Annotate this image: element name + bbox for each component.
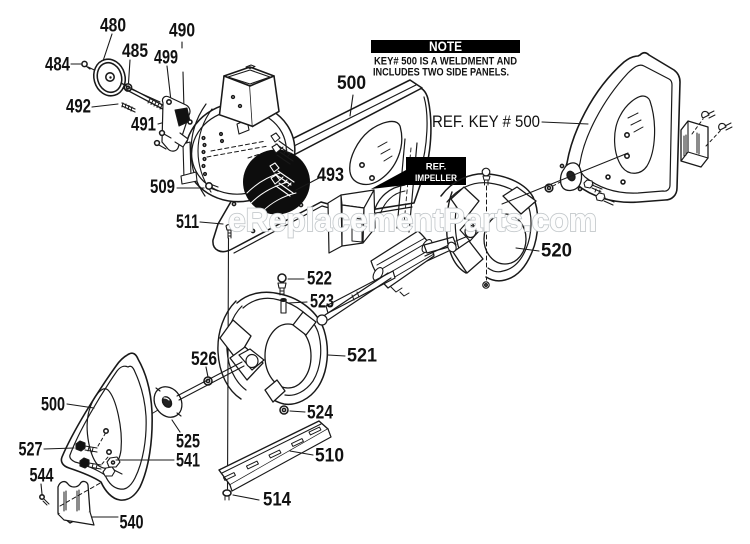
svg-text:523: 523 bbox=[310, 292, 334, 313]
svg-text:480: 480 bbox=[100, 16, 126, 37]
svg-text:527: 527 bbox=[19, 440, 43, 461]
svg-text:499: 499 bbox=[154, 48, 178, 69]
svg-text:521: 521 bbox=[347, 346, 377, 367]
svg-text:509: 509 bbox=[150, 177, 175, 198]
svg-text:514: 514 bbox=[263, 490, 291, 511]
svg-text:REF.: REF. bbox=[426, 162, 447, 173]
svg-text:492: 492 bbox=[66, 97, 91, 118]
svg-text:484: 484 bbox=[45, 55, 70, 76]
svg-text:493: 493 bbox=[317, 165, 344, 186]
svg-text:522: 522 bbox=[307, 269, 332, 290]
svg-text:491: 491 bbox=[131, 115, 156, 136]
svg-text:520: 520 bbox=[541, 241, 572, 262]
svg-text:500: 500 bbox=[41, 395, 65, 416]
svg-text:500: 500 bbox=[337, 73, 366, 94]
svg-text:526: 526 bbox=[191, 349, 217, 370]
svg-text:525: 525 bbox=[176, 432, 200, 453]
svg-text:510: 510 bbox=[315, 446, 344, 467]
svg-text:490: 490 bbox=[169, 21, 195, 42]
svg-text:REF. KEY # 500: REF. KEY # 500 bbox=[432, 113, 540, 131]
svg-text:524: 524 bbox=[307, 403, 333, 424]
svg-text:485: 485 bbox=[122, 41, 148, 62]
svg-text:NOTE: NOTE bbox=[429, 39, 462, 54]
svg-text:511: 511 bbox=[176, 212, 199, 233]
svg-text:541: 541 bbox=[176, 451, 200, 472]
svg-text:KEY# 500 IS A WELDMENT AND: KEY# 500 IS A WELDMENT AND bbox=[374, 56, 517, 68]
svg-text:INCLUDES TWO SIDE PANELS.: INCLUDES TWO SIDE PANELS. bbox=[373, 67, 509, 79]
svg-text:IMPELLER: IMPELLER bbox=[415, 173, 457, 184]
svg-text:eReplacementParts.com: eReplacementParts.com bbox=[228, 202, 597, 238]
svg-text:544: 544 bbox=[30, 466, 54, 487]
svg-text:540: 540 bbox=[120, 513, 144, 534]
